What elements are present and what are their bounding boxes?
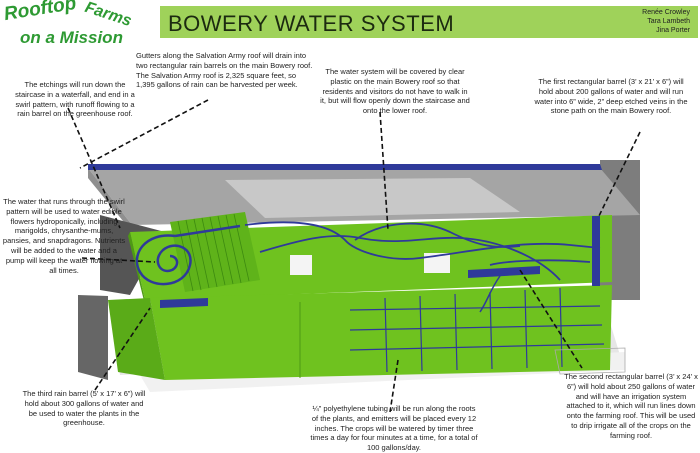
left-wall bbox=[78, 295, 108, 380]
stone-path-block bbox=[290, 255, 312, 275]
annotation-cover: The water system will be covered by clea… bbox=[320, 67, 470, 116]
second-rain-barrel bbox=[468, 266, 540, 278]
drip-irrigation-lines bbox=[349, 287, 605, 373]
swirl-channel bbox=[135, 224, 241, 286]
staircase bbox=[170, 212, 260, 292]
stone-path-block bbox=[424, 253, 450, 273]
farming-roof bbox=[150, 285, 612, 380]
annotation-tubing: ¼” polyethylene tubing will be run along… bbox=[310, 404, 478, 453]
irrigation-feed-line bbox=[479, 275, 501, 313]
leader-lines bbox=[67, 99, 641, 413]
annotation-third-barrel: The third rain barrel (5’ x 17’ x 6”) wi… bbox=[22, 389, 146, 428]
water-veins bbox=[244, 221, 601, 281]
roof-light-area bbox=[225, 178, 520, 218]
roof-edge bbox=[88, 168, 132, 232]
first-rain-barrel bbox=[592, 216, 600, 286]
stair-steps bbox=[177, 213, 250, 292]
author-name: Renée Crowley bbox=[642, 9, 690, 16]
page-title: BOWERY WATER SYSTEM bbox=[168, 11, 455, 36]
logo-word-mission: on a Mission bbox=[20, 28, 123, 47]
annotation-swirl-water: The water that runs through the swirl pa… bbox=[2, 197, 126, 275]
rooftop-farms-logo: Rooftop Farms on a Mission bbox=[3, 0, 154, 50]
annotation-gutters: Gutters along the Salvation Army roof wi… bbox=[136, 51, 313, 90]
main-roof-edge bbox=[128, 232, 145, 305]
author-list: Renée Crowley Tara Lambeth Jina Porter bbox=[642, 8, 690, 35]
lower-ledge bbox=[554, 347, 626, 375]
annotation-etchings: The etchings will run down the staircase… bbox=[15, 80, 135, 119]
third-rain-barrel bbox=[160, 298, 208, 308]
author-name: Tara Lambeth bbox=[647, 18, 690, 25]
annotation-second-barrel: The second rectangular barrel (3’ x 24’ … bbox=[564, 372, 698, 440]
annotation-first-barrel: The first rectangular barrel (3’ x 21’ x… bbox=[534, 77, 688, 116]
title-banner: BOWERY WATER SYSTEM Renée Crowley Tara L… bbox=[160, 6, 698, 38]
author-name: Jina Porter bbox=[656, 27, 690, 34]
roof-gutter bbox=[88, 164, 602, 170]
greenhouse-roof bbox=[108, 298, 165, 380]
